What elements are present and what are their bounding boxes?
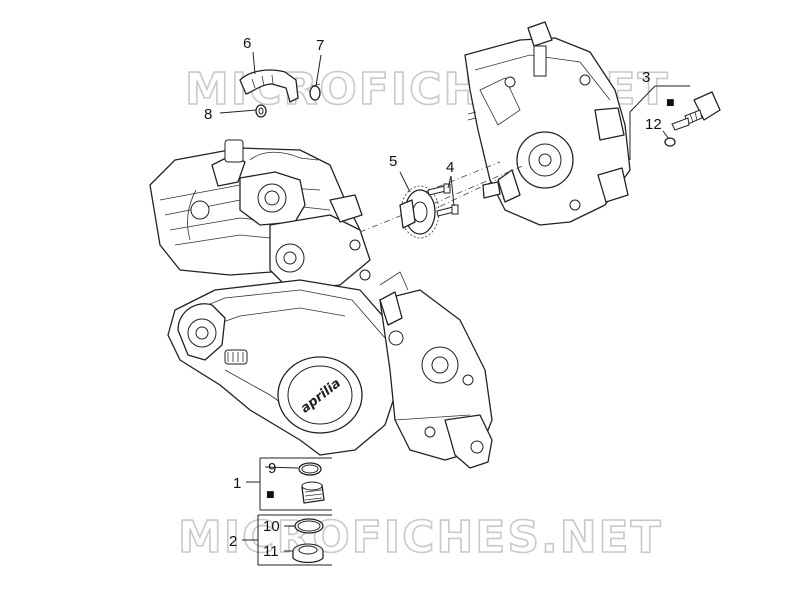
callout-12: 12 [645, 116, 662, 133]
crankcase-half [464, 21, 631, 226]
callout-6: 6 [243, 35, 251, 52]
callout-2: 2 [229, 533, 237, 550]
bolts-part-4 [427, 183, 459, 217]
engine-assembly: aprilia [149, 139, 493, 469]
watermark-bottom: MICROFICHES.NET [178, 512, 663, 563]
callout-numbers: 1 2 3 4 5 6 7 8 9 10 11 12 [204, 35, 662, 560]
square-markers: ■ ■ [266, 98, 675, 500]
callout-7: 7 [316, 37, 324, 54]
marker-part-1: ■ [266, 490, 275, 500]
o-ring-part-12 [664, 137, 676, 147]
marker-part-3: ■ [666, 98, 675, 108]
gear-part-5 [399, 185, 440, 239]
clamp-part-8 [255, 104, 267, 118]
callout-9: 9 [268, 460, 276, 477]
callout-4: 4 [446, 159, 454, 176]
drain-plug-part-1 [301, 481, 325, 504]
callout-11: 11 [263, 543, 279, 560]
plug-part-3 [671, 91, 721, 131]
o-ring-part-9 [298, 462, 322, 476]
callout-8: 8 [204, 106, 212, 123]
leader-lines [219, 51, 690, 566]
callout-5: 5 [389, 153, 397, 170]
cap-part-11 [292, 543, 324, 564]
callout-1: 1 [233, 475, 241, 492]
hose-part-6 [239, 69, 299, 103]
callout-10: 10 [263, 518, 280, 535]
o-ring-part-10 [294, 518, 324, 534]
callout-3: 3 [642, 69, 650, 86]
